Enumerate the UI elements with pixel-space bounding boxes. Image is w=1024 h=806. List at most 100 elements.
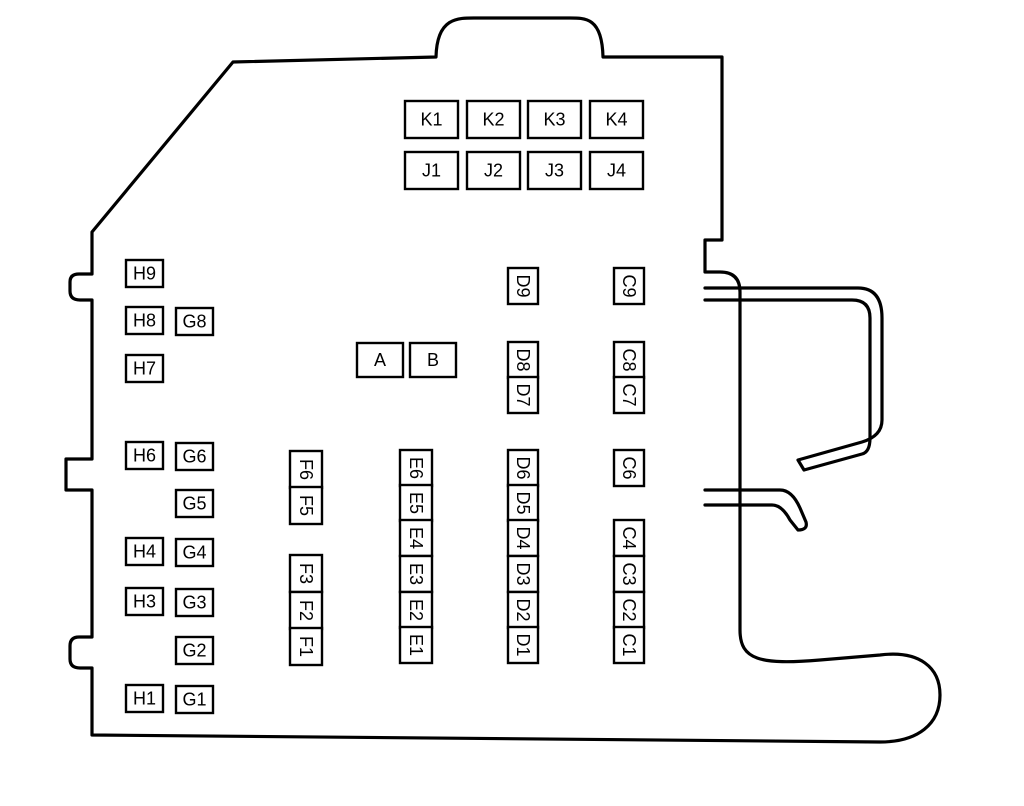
slot-label: E4 (406, 527, 426, 549)
slot-label: J4 (607, 161, 626, 181)
slot-box (403, 150, 460, 191)
slot-label: F6 (296, 459, 316, 480)
slot-label: G6 (182, 447, 206, 467)
slot-h7: H7 (124, 353, 165, 384)
slot-c7: C7 (612, 375, 646, 415)
release-handle (703, 286, 884, 472)
slot-c6: C6 (612, 448, 646, 488)
slot-c9: C9 (612, 266, 646, 306)
slot-g3: G3 (174, 587, 215, 618)
slot-box (506, 518, 540, 558)
slot-label: H8 (133, 311, 156, 331)
slot-h1: H1 (124, 683, 165, 714)
slot-box (174, 306, 215, 337)
slot-label: G4 (182, 543, 206, 563)
slot-box (398, 625, 434, 665)
slot-box (288, 590, 324, 631)
slot-box (506, 625, 540, 665)
slot-h8: H8 (124, 305, 165, 336)
slot-label: G3 (182, 593, 206, 613)
slot-g8: G8 (174, 306, 215, 337)
slot-d9: D9 (506, 266, 540, 306)
slot-label: K4 (605, 110, 627, 130)
slot-box (398, 554, 434, 594)
slot-j2: J2 (465, 150, 522, 191)
slot-label: G2 (182, 641, 206, 661)
slot-label: F5 (296, 495, 316, 516)
slot-box (612, 340, 646, 380)
slot-f6: F6 (288, 449, 324, 490)
slot-d6: D6 (506, 448, 540, 488)
slot-box (174, 441, 215, 472)
slot-e6: E6 (398, 448, 434, 488)
slot-label: J3 (545, 161, 564, 181)
slot-box (288, 553, 324, 594)
slot-g1: G1 (174, 684, 215, 715)
slot-j1: J1 (403, 150, 460, 191)
slot-label: H9 (133, 264, 156, 284)
slot-label: K2 (482, 110, 504, 130)
slot-b: B (408, 341, 458, 379)
slot-box (124, 258, 165, 289)
slot-label: C6 (619, 456, 639, 479)
slot-box (124, 440, 165, 471)
slot-g2: G2 (174, 635, 215, 666)
slot-h9: H9 (124, 258, 165, 289)
slot-k3: K3 (526, 99, 583, 140)
slot-label: C2 (619, 598, 639, 621)
slot-box (506, 554, 540, 594)
slot-label: H3 (133, 592, 156, 612)
slot-label: D7 (513, 383, 533, 406)
slot-j3: J3 (526, 150, 583, 191)
slot-box (506, 266, 540, 306)
slot-label: F1 (296, 636, 316, 657)
slot-box (588, 150, 645, 191)
slot-box (506, 590, 540, 630)
slot-d2: D2 (506, 590, 540, 630)
slot-box (174, 488, 215, 519)
slot-label: K3 (543, 110, 565, 130)
slot-box (588, 99, 645, 140)
slot-box (355, 341, 405, 379)
slot-c4: C4 (612, 518, 646, 558)
slot-k1: K1 (403, 99, 460, 140)
slot-box (124, 683, 165, 714)
slot-label: D9 (513, 274, 533, 297)
slot-j4: J4 (588, 150, 645, 191)
slot-d3: D3 (506, 554, 540, 594)
slot-label: D2 (513, 598, 533, 621)
slot-label: C8 (619, 348, 639, 371)
slot-label: G8 (182, 312, 206, 332)
slot-box (398, 483, 434, 523)
slot-f5: F5 (288, 485, 324, 526)
slot-label: C3 (619, 562, 639, 585)
slot-e2: E2 (398, 590, 434, 630)
slot-label: H6 (133, 446, 156, 466)
slot-box (506, 448, 540, 488)
slot-box (288, 485, 324, 526)
slot-e1: E1 (398, 625, 434, 665)
slot-label: E6 (406, 457, 426, 479)
slot-box (288, 449, 324, 490)
slot-box (612, 554, 646, 594)
slot-box (465, 150, 522, 191)
slot-label: K1 (420, 110, 442, 130)
slot-d5: D5 (506, 483, 540, 523)
slot-label: E3 (406, 563, 426, 585)
slot-label: H1 (133, 689, 156, 709)
slot-label: D3 (513, 562, 533, 585)
slot-f2: F2 (288, 590, 324, 631)
slot-e5: E5 (398, 483, 434, 523)
slot-box (398, 590, 434, 630)
slot-label: D1 (513, 633, 533, 656)
slot-label: E1 (406, 634, 426, 656)
slot-box (526, 99, 583, 140)
slot-label: F3 (296, 563, 316, 584)
slot-c3: C3 (612, 554, 646, 594)
fuse-box-outline (64, 16, 942, 744)
slot-label: D8 (513, 348, 533, 371)
slot-label: C9 (619, 274, 639, 297)
slot-g4: G4 (174, 537, 215, 568)
